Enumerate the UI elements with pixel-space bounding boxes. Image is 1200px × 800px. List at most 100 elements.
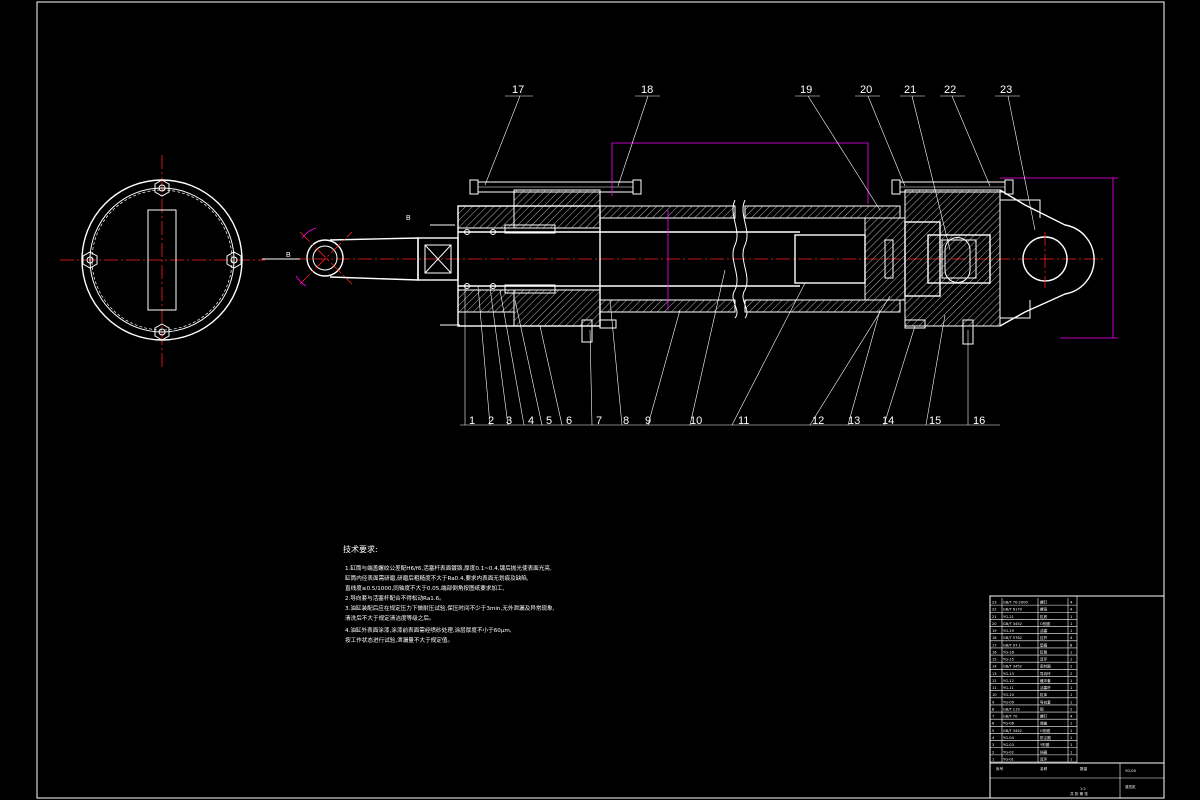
title-row-no: 7 <box>992 715 994 719</box>
part-label-20: 20 <box>860 84 872 96</box>
title-row-qty: 4 <box>1070 715 1073 719</box>
tech-req-title: 技术要求: <box>343 544 378 554</box>
title-row-no: 19 <box>992 629 997 633</box>
title-row-qty: 4 <box>1070 608 1073 612</box>
title-row-code: GB/T 6170 <box>1003 608 1023 612</box>
title-row-qty: 2 <box>1070 672 1072 676</box>
part-label-18: 18 <box>641 84 653 96</box>
title-header-name: 名称 <box>1040 766 1048 771</box>
leaders <box>460 95 1036 426</box>
title-row-no: 13 <box>992 672 997 676</box>
part-label-3: 3 <box>506 415 512 427</box>
title-row-code: YG-19 <box>1003 629 1015 633</box>
tech-req-line-7: 4.油缸外表面涂漆,涂漆前表面需经喷砂处理,涂层厚度不小于60μm, <box>345 626 512 634</box>
title-row-name: 导向环 <box>1040 671 1051 676</box>
title-row-no: 1 <box>992 757 994 761</box>
part-label-23: 23 <box>1000 84 1012 96</box>
part-label-5: 5 <box>546 415 552 427</box>
title-row-name: 缸筒 <box>1040 649 1048 654</box>
title-row-no: 5 <box>992 729 994 733</box>
drawing-border <box>36 1 1165 799</box>
title-row-no: 6 <box>992 722 995 726</box>
part-label-11: 11 <box>738 415 749 427</box>
title-row-qty: 1 <box>1070 722 1072 726</box>
tech-req-line-1: 1.缸筒与端盖螺纹公差配H6/f6,活塞杆表面镀铬,厚度0.1~0.4,镀后抛光… <box>345 564 552 572</box>
title-row-code: YG-10 <box>1003 693 1015 697</box>
title-row-name: Y形圈 <box>1040 742 1050 747</box>
title-row-qty: 1 <box>1070 750 1072 754</box>
title-row-code: YG-12 <box>1003 679 1014 683</box>
part-label-13: 13 <box>848 415 860 427</box>
title-row-qty: 2 <box>1070 665 1072 669</box>
title-row-name: 防尘圈 <box>1040 735 1051 740</box>
title-row-qty: 8 <box>1070 643 1073 647</box>
title-row-name: 螺钉 <box>1040 714 1048 719</box>
title-row-qty: 1 <box>1070 686 1072 690</box>
title-row-qty: 1 <box>1070 650 1072 654</box>
title-row-no: 20 <box>992 622 997 626</box>
title-row-name: 密封圈 <box>1040 664 1051 669</box>
title-row-name: 螺钉 <box>1040 600 1048 605</box>
title-row-no: 10 <box>992 693 997 697</box>
section-mark-left: B <box>286 252 291 259</box>
tech-req-line-3: 直线度≤0.5/1000,同轴度不大于0.05,端部倒角按图纸要求加工, <box>345 584 505 592</box>
title-header-no: 序号 <box>996 766 1004 771</box>
title-row-qty: 1 <box>1070 658 1072 662</box>
part-label-9: 9 <box>645 415 651 427</box>
title-row-code: GB/T 3452 <box>1003 729 1022 733</box>
title-row-no: 9 <box>992 700 995 704</box>
title-row-code: YG-02 <box>1003 750 1014 754</box>
title-row-name: 缸体 <box>1040 692 1048 697</box>
title-row-no: 21 <box>992 615 997 619</box>
title-row-code: YG-11 <box>1003 686 1014 690</box>
title-row-code: GB/T 5782 <box>1003 636 1022 640</box>
title-row-code: YG-16 <box>1003 650 1015 654</box>
title-row-qty: 1 <box>1070 736 1072 740</box>
title-row-code: GB/T 70-2000 <box>1003 601 1029 605</box>
part-label-21: 21 <box>904 84 916 96</box>
part-label-15: 15 <box>929 415 941 427</box>
part-label-7: 7 <box>596 415 602 427</box>
title-row-no: 17 <box>992 643 997 647</box>
title-row-qty: 4 <box>1070 601 1073 605</box>
title-row-code: GB/T 70 <box>1003 715 1018 719</box>
bolt-bottom <box>154 323 170 341</box>
title-row-no: 15 <box>992 658 997 662</box>
title-row-qty: 1 <box>1070 729 1072 733</box>
tech-req-line-2: 缸筒内径表面需研磨,研磨后粗糙度不大于Ra0.4,要求内表面无划痕及缺陷, <box>345 574 529 582</box>
title-row-no: 11 <box>992 686 997 690</box>
part-label-22: 22 <box>944 84 956 96</box>
bolt-left <box>82 251 98 269</box>
part-label-10: 10 <box>690 415 702 427</box>
title-row-no: 4 <box>992 736 995 740</box>
title-row-qty: 1 <box>1070 622 1072 626</box>
title-row-name: 螺母 <box>1040 607 1048 612</box>
title-row-code: YG-06 <box>1003 722 1015 726</box>
section-mark-top: B <box>406 215 411 222</box>
title-row-code: YG-15 <box>1003 658 1014 662</box>
title-row-name: 缓冲套 <box>1040 678 1051 683</box>
title-row-qty: 1 <box>1070 700 1072 704</box>
part-label-19: 19 <box>800 84 812 96</box>
title-row-code: GB/T 97.1 <box>1003 643 1021 647</box>
title-row-name: 导向套 <box>1040 699 1051 704</box>
title-row-no: 3 <box>992 743 994 747</box>
title-row-code: YG-03 <box>1003 743 1014 747</box>
title-row-no: 12 <box>992 679 997 683</box>
title-row-name: 活塞杆 <box>1040 685 1051 690</box>
title-row-qty: 4 <box>1070 636 1073 640</box>
title-row-name: 耳环 <box>1040 657 1048 662</box>
section-view: B B <box>262 142 1118 345</box>
title-row-code: YG-09 <box>1003 700 1015 704</box>
title-row-qty: 2 <box>1070 707 1072 711</box>
title-row-name: O形圈 <box>1040 621 1050 626</box>
title-row-name: 挡圈 <box>1040 749 1048 754</box>
title-row-name: 活塞 <box>1040 628 1048 633</box>
title-row-qty: 1 <box>1070 679 1072 683</box>
title-scale: 1:2 <box>1080 787 1086 791</box>
title-row-code: GB/T 3452 <box>1003 622 1022 626</box>
title-row-name: 缸底 <box>1040 614 1048 619</box>
rod-eye <box>306 239 344 277</box>
title-row-name: 垫圈 <box>1040 642 1048 647</box>
title-row-name: 销 <box>1040 706 1044 711</box>
